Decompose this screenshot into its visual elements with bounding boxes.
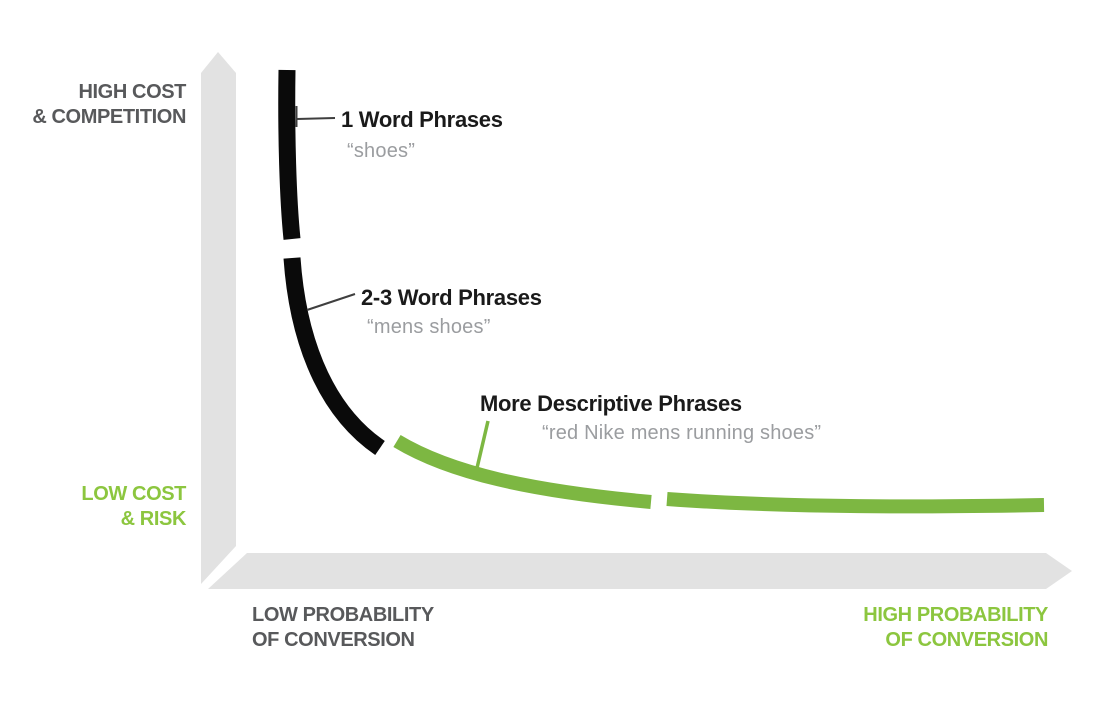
descriptive-callout-line [475, 420, 490, 469]
y-axis-arrow-icon [201, 52, 236, 584]
curve-green-segment-1 [393, 435, 652, 509]
x-axis-high-label: HIGH PROBABILITY OF CONVERSION [748, 603, 1048, 653]
descriptive-phrases-title: More Descriptive Phrases [480, 391, 742, 416]
two-three-word-phrases-title: 2-3 Word Phrases [361, 285, 542, 310]
x-axis-high-label-line2: OF CONVERSION [885, 629, 1048, 651]
curve-green-segment-2 [666, 492, 1045, 514]
one-word-phrases-example: “shoes” [347, 140, 416, 162]
x-axis-high-label-line1: HIGH PROBABILITY [863, 604, 1048, 626]
two-three-word-callout-line [306, 293, 356, 311]
descriptive-phrases-example: “red Nike mens running shoes” [542, 422, 822, 444]
x-axis-low-label-line1: LOW PROBABILITY [252, 604, 434, 626]
two-three-word-phrases-example: “mens shoes” [367, 316, 491, 338]
one-word-phrases-title: 1 Word Phrases [341, 107, 503, 132]
curve-black-segment-2 [283, 257, 385, 456]
x-axis-low-label: LOW PROBABILITY OF CONVERSION [252, 603, 434, 653]
curve-black-segment-1 [278, 69, 301, 240]
y-axis-low-label: LOW COST & RISK [0, 482, 186, 532]
y-axis-high-label: HIGH COST & COMPETITION [0, 80, 186, 130]
one-word-callout-line [296, 117, 336, 120]
x-axis-low-label-line2: OF CONVERSION [252, 629, 415, 651]
y-axis-low-label-line2: & RISK [120, 508, 187, 530]
y-axis-low-label-line1: LOW COST [81, 483, 186, 505]
x-axis-arrow-icon [208, 553, 1072, 589]
y-axis-high-label-line1: HIGH COST [78, 81, 186, 103]
y-axis-high-label-line2: & COMPETITION [32, 106, 186, 128]
